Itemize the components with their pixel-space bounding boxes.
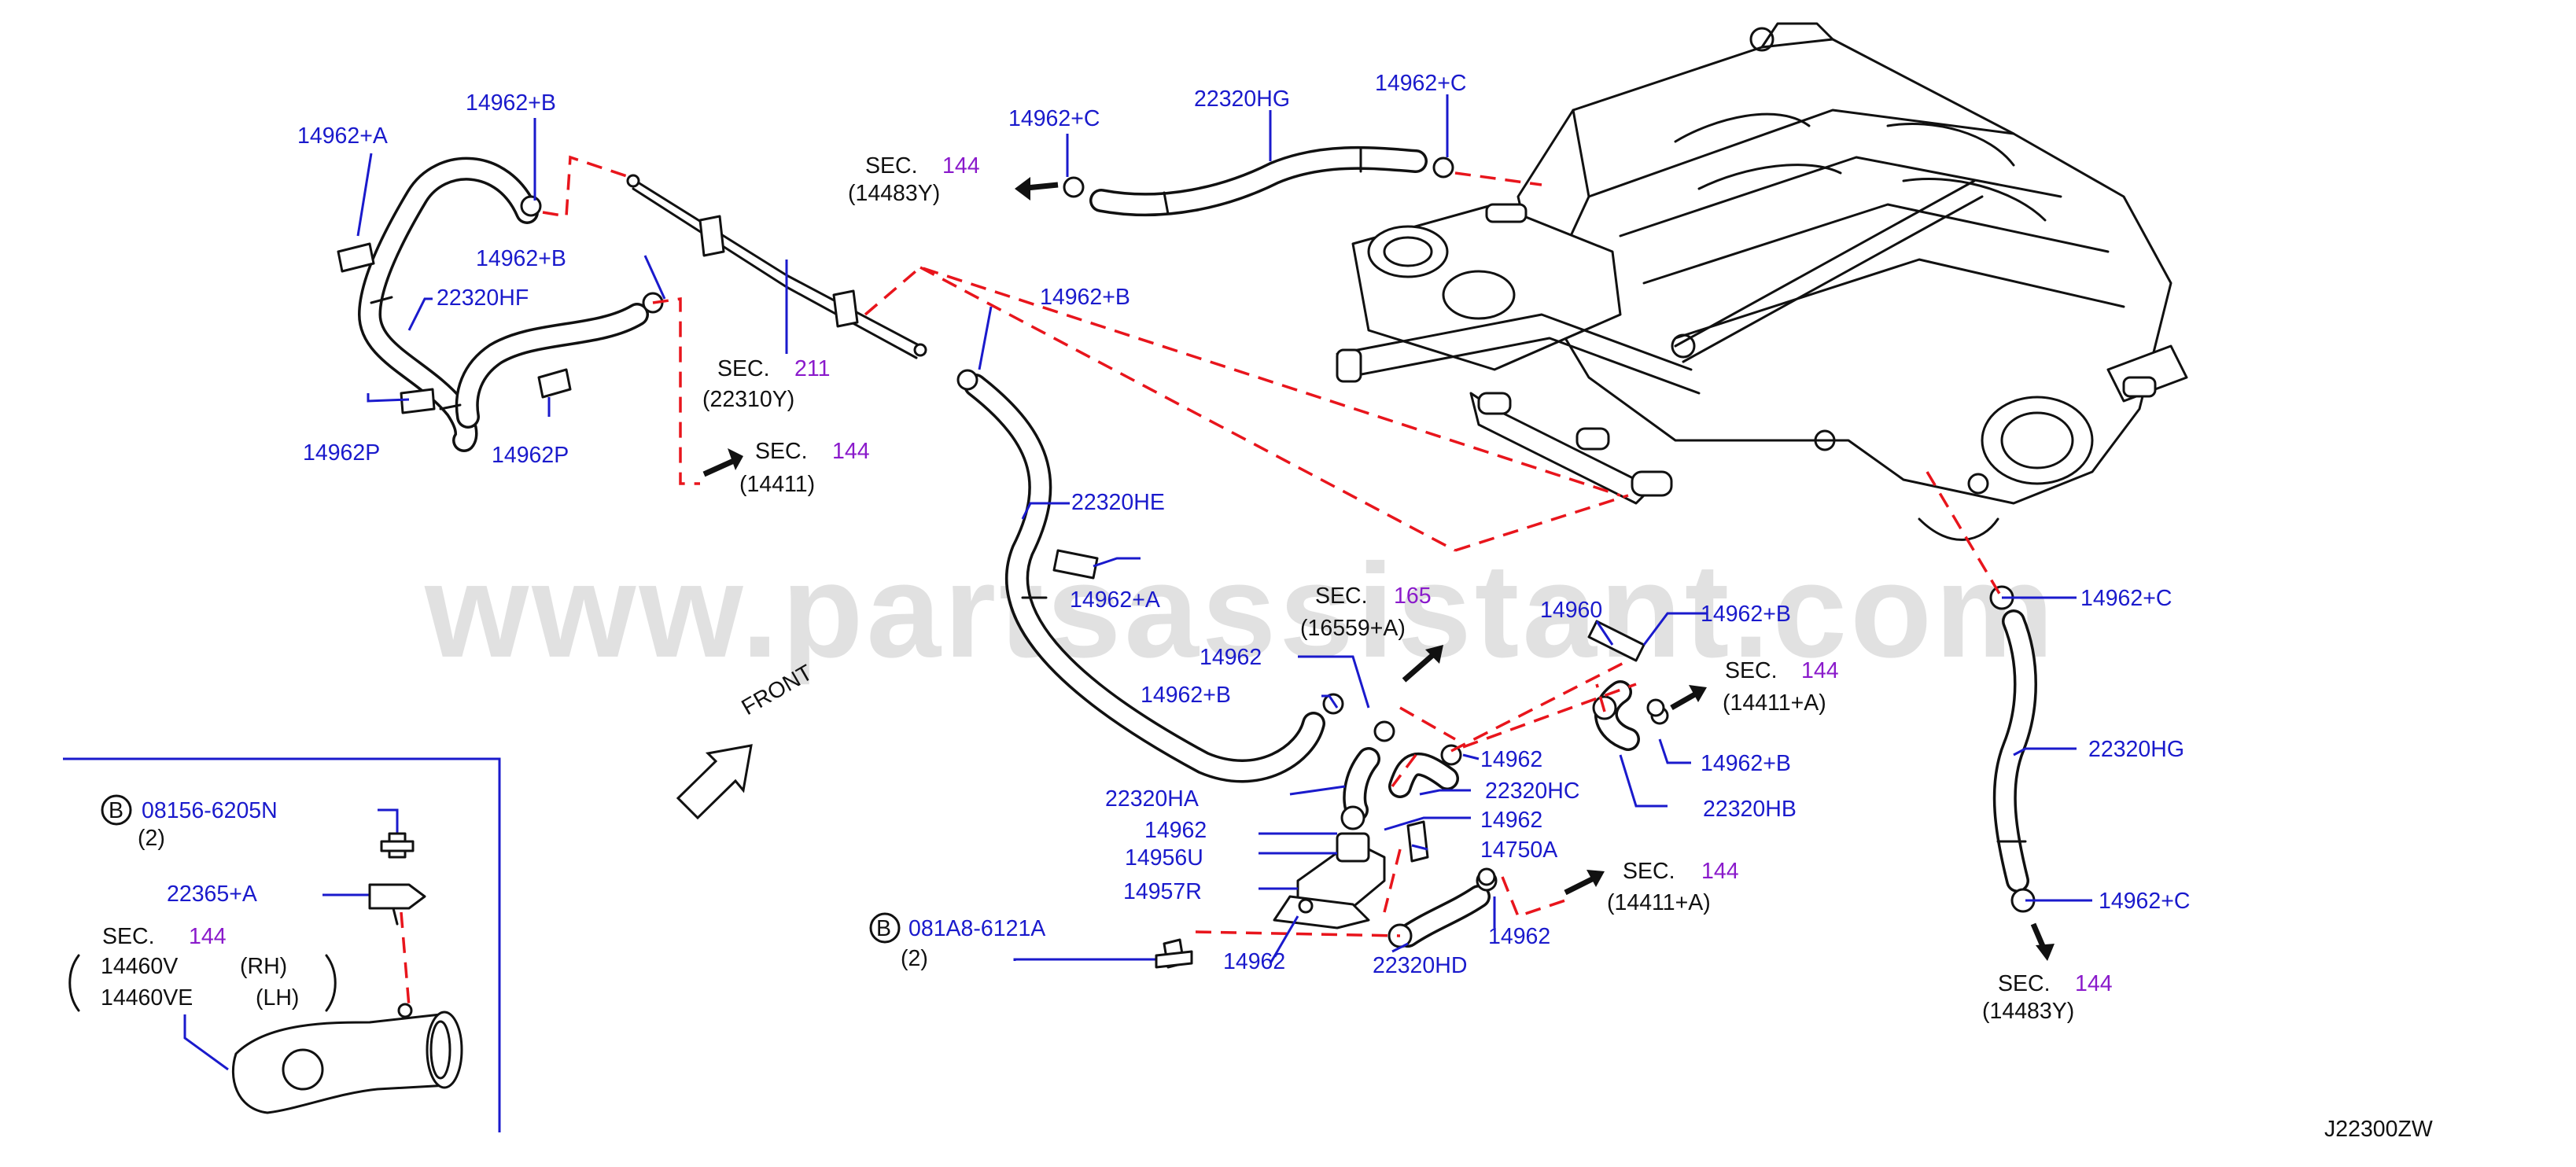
label-22320HD: 22320HD xyxy=(1373,953,1467,978)
sec144-c-number: 144 xyxy=(1801,658,1839,683)
label-22320HF: 22320HF xyxy=(437,285,529,311)
watermark: www.partsassistant.com xyxy=(424,536,2057,686)
label-14750A: 14750A xyxy=(1480,838,1557,863)
sec211-number: 211 xyxy=(794,356,830,381)
label-14962-a: 14962 xyxy=(1200,645,1262,670)
sec144-d-prefix: SEC. xyxy=(1623,859,1675,884)
sec165-ref: (16559+A) xyxy=(1300,616,1406,641)
hose-22320HG-top-illustration xyxy=(1089,145,1428,217)
label-14962C-right1: 14962+C xyxy=(2080,586,2172,611)
section-refs: SEC. 144 (14483Y) SEC. 211 (22310Y) SEC.… xyxy=(702,153,2113,1024)
label-14962-e: 14962 xyxy=(1223,949,1285,974)
label-14962-b: 14962 xyxy=(1480,747,1542,772)
hose-22320HG-right-illustration xyxy=(1992,609,2037,893)
label-14460VE: 14460VE xyxy=(101,985,193,1011)
diagram-code: J22300ZW xyxy=(2324,1117,2433,1142)
sec144-d-number: 144 xyxy=(1701,859,1739,884)
clamps-illustration xyxy=(337,156,2036,913)
label-14962C-right2: 14962+C xyxy=(2099,889,2190,914)
label-14962B-r2: 14962+B xyxy=(1701,751,1791,776)
sec144-a-number: 144 xyxy=(942,153,980,179)
label-22320HE: 22320HE xyxy=(1071,490,1165,515)
tube-22310Y-illustration xyxy=(626,174,927,359)
sec144-b-ref: (14411) xyxy=(739,472,815,497)
label-14962B-left: 14962+B xyxy=(476,246,566,271)
sec144-e-ref: (14483Y) xyxy=(1982,999,2074,1024)
connection-lines xyxy=(400,155,2003,1007)
label-14460V: 14460V xyxy=(101,954,178,979)
label-14962C-b: 14962+C xyxy=(1375,71,1466,96)
label-14962B-top: 14962+B xyxy=(466,90,556,116)
label-14962-d: 14962 xyxy=(1480,808,1542,833)
label-081A8-qty: (2) xyxy=(901,946,928,971)
label-14962P-right: 14962P xyxy=(492,443,569,468)
sec144-e-prefix: SEC. xyxy=(1998,971,2051,996)
hose-22320HE-illustration xyxy=(964,374,1325,783)
label-14962-f: 14962 xyxy=(1488,924,1550,949)
label-14956U: 14956U xyxy=(1125,845,1203,871)
hose-22320HF-illustration xyxy=(358,156,649,452)
sec144-e-number: 144 xyxy=(2075,971,2113,996)
bolt-marker-2: B xyxy=(876,916,891,941)
label-14962B-mid: 14962+B xyxy=(1040,285,1130,310)
label-14962C-a: 14962+C xyxy=(1008,106,1100,131)
label-22320HC: 22320HC xyxy=(1485,779,1579,804)
sec144-b-number: 144 xyxy=(832,439,870,464)
sec144-c-prefix: SEC. xyxy=(1725,658,1778,683)
fuel-rail-illustration xyxy=(1336,203,1701,505)
intake-manifold-illustration xyxy=(1516,22,2188,541)
label-22320HG-top: 22320HG xyxy=(1194,87,1290,112)
inset-sec-prefix: SEC. xyxy=(102,924,155,949)
sec144-a-ref: (14483Y) xyxy=(848,181,940,206)
label-08156-qty: (2) xyxy=(138,826,165,851)
label-22320HG-right: 22320HG xyxy=(2088,737,2184,762)
label-08156-6205N: 08156-6205N xyxy=(142,798,278,823)
label-22320HB: 22320HB xyxy=(1703,797,1797,822)
sec144-a-prefix: SEC. xyxy=(865,153,918,179)
inset-panel xyxy=(63,757,1193,1132)
label-14460V-side: (RH) xyxy=(240,954,287,979)
inset-labels: B 08156-6205N (2) 22365+A SEC. 144 14460… xyxy=(101,798,299,1011)
sec165-prefix: SEC. xyxy=(1315,584,1368,609)
label-14960: 14960 xyxy=(1540,598,1602,623)
sec165-number: 165 xyxy=(1394,584,1432,609)
label-14962A-mid: 14962+A xyxy=(1070,587,1160,613)
sec211-ref: (22310Y) xyxy=(702,387,794,412)
inset-sec-number: 144 xyxy=(189,924,227,949)
label-14460VE-side: (LH) xyxy=(256,985,299,1011)
part-labels: 14962+A 14962+B 14962+B 22320HF 14962P 1… xyxy=(297,71,2433,1142)
sec144-b-prefix: SEC. xyxy=(755,439,808,464)
sec211-prefix: SEC. xyxy=(717,356,770,381)
label-14962-c: 14962 xyxy=(1144,818,1207,843)
sec144-c-ref: (14411+A) xyxy=(1723,690,1826,716)
arrows xyxy=(676,177,2055,961)
label-14962B-lowleft: 14962+B xyxy=(1141,683,1231,708)
label-14957R: 14957R xyxy=(1123,879,1202,904)
leader-lines xyxy=(356,94,2092,964)
label-22365A: 22365+A xyxy=(167,882,257,907)
label-081A8-6121A: 081A8-6121A xyxy=(908,916,1045,941)
label-14962B-r1: 14962+B xyxy=(1701,602,1791,627)
bolt-marker-1: B xyxy=(109,798,123,823)
sec144-d-ref: (14411+A) xyxy=(1607,890,1711,915)
label-14962A-top: 14962+A xyxy=(297,123,388,149)
label-14962P-left: 14962P xyxy=(303,440,380,466)
label-22320HA: 22320HA xyxy=(1105,786,1199,812)
